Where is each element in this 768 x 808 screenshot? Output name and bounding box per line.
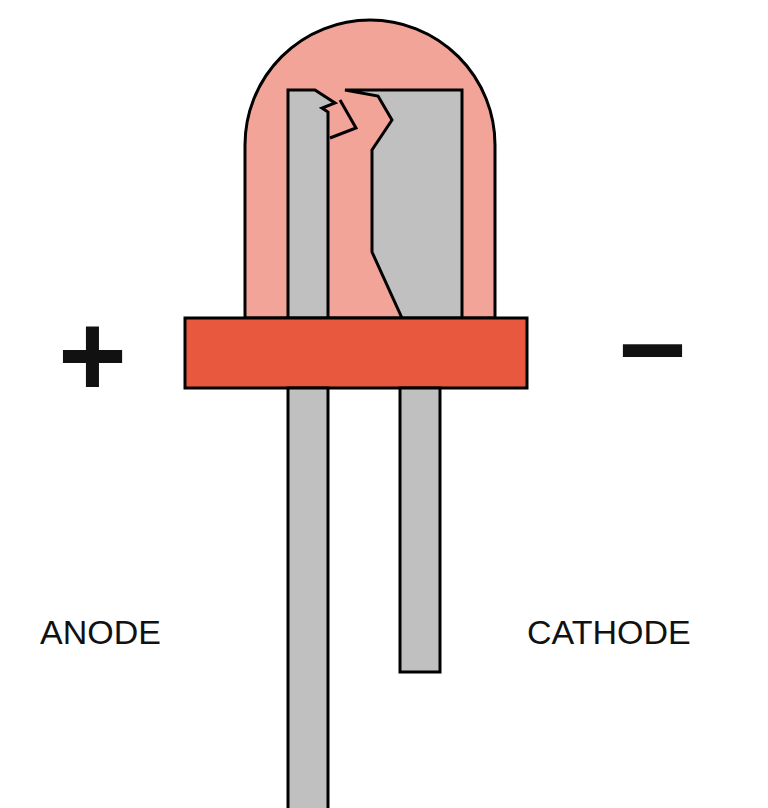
led-dome [245,20,495,318]
lead-name: CATHODE [527,615,691,649]
polarity-sign: − [618,290,687,408]
polarity-sign: + [58,296,127,414]
anode-post [288,90,335,318]
lead-name: ANODE [40,615,161,649]
cathode-anvil [345,90,462,318]
cathode-lead [400,388,440,672]
led-flange [185,318,527,388]
bond-wire [330,100,356,138]
anode-lead [288,388,328,808]
